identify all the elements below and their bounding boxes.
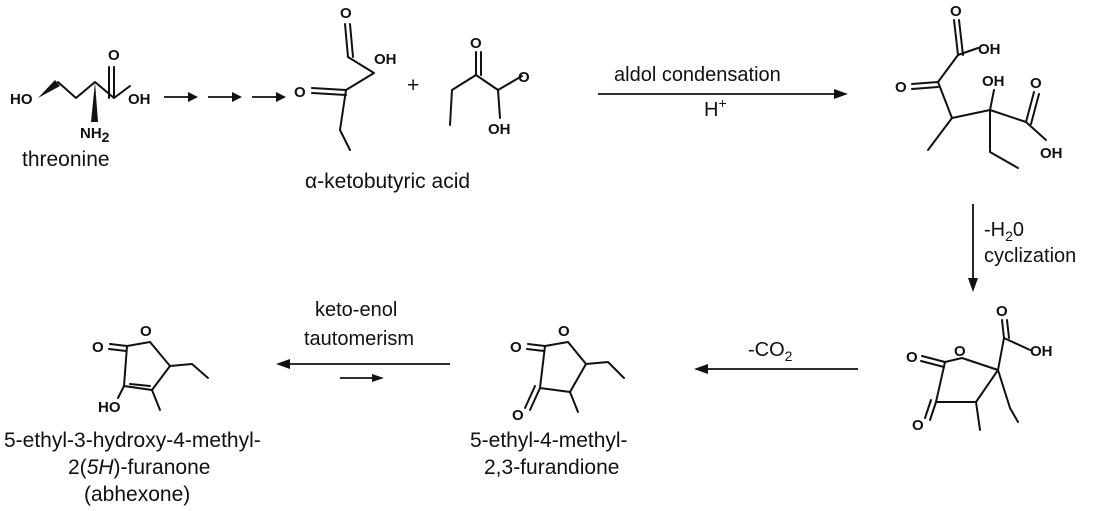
atom-o: O — [906, 349, 918, 366]
atom-o: O — [340, 5, 352, 22]
atom-o-ring: O — [558, 323, 570, 340]
compound-label-ketobutyric-acid: α-ketobutyric acid — [305, 170, 470, 193]
furandione-structure: O O O — [510, 323, 625, 424]
atom-oh: OH — [1040, 145, 1063, 162]
tautomerism-label-line2: tautomerism — [304, 328, 414, 350]
threonine-structure: HO O OH NH2 — [10, 47, 151, 145]
decarboxylation-arrow — [694, 364, 858, 374]
aldol-condensation-label: aldol condensation — [614, 64, 781, 86]
tautomerism-equilibrium-arrows — [276, 359, 450, 382]
lactone-carboxylic-acid-structure: O O O O OH — [906, 303, 1053, 434]
compound-label-furandione-line1: 5-ethyl-4-methyl- — [470, 429, 628, 452]
aldol-product-structure: O OH O OH O OH — [895, 3, 1063, 169]
atom-o: O — [510, 339, 522, 356]
abhexone-structure: O O HO — [92, 323, 209, 416]
atom-o: O — [518, 69, 530, 86]
plus-sign: + — [407, 74, 419, 97]
compound-label-abhexone-line2: 2(5H)-furanone — [68, 456, 210, 479]
cyclization-label: cyclization — [984, 245, 1076, 267]
atom-o: O — [512, 407, 524, 424]
atom-ho: HO — [10, 91, 33, 108]
multistep-arrows — [164, 92, 286, 102]
atom-oh: OH — [978, 41, 1001, 58]
decarboxylation-label: -CO2 — [748, 339, 793, 364]
atom-o: O — [294, 84, 306, 101]
dehydration-label: -H20 — [984, 219, 1024, 244]
atom-nh2: NH2 — [80, 125, 110, 145]
atom-o: O — [92, 339, 104, 356]
hashed-wedge-bond — [38, 80, 60, 98]
atom-oh: OH — [982, 73, 1005, 90]
atom-oh: OH — [128, 91, 151, 108]
compound-label-furandione-line2: 2,3-furandione — [484, 456, 619, 479]
compound-label-abhexone-line1: 5-ethyl-3-hydroxy-4-methyl- — [4, 429, 261, 452]
ketobutyric-acid-structure-2: O O OH — [449, 35, 530, 138]
atom-o: O — [996, 303, 1008, 320]
tautomerism-label-line1: keto-enol — [315, 299, 397, 321]
ketobutyric-acid-structure-1: O OH O — [294, 5, 397, 151]
atom-oh: OH — [374, 51, 397, 68]
atom-o: O — [912, 417, 924, 434]
aldol-condensation-arrow — [598, 89, 848, 99]
aldol-catalyst-label: H+ — [704, 95, 727, 121]
atom-oh: OH — [488, 121, 511, 138]
cyclization-arrow — [968, 204, 978, 292]
atom-oh: OH — [1030, 343, 1053, 360]
atom-o: O — [895, 79, 907, 96]
atom-o: O — [470, 35, 482, 52]
atom-o-ring: O — [140, 323, 152, 340]
atom-o-ring: O — [954, 343, 966, 360]
atom-ho: HO — [98, 399, 121, 416]
solid-wedge-bond — [91, 82, 98, 122]
atom-o: O — [1030, 75, 1042, 92]
atom-o: O — [108, 47, 120, 64]
atom-o: O — [950, 3, 962, 20]
compound-label-abhexone-line3: (abhexone) — [84, 483, 190, 506]
compound-label-threonine: threonine — [22, 148, 110, 171]
